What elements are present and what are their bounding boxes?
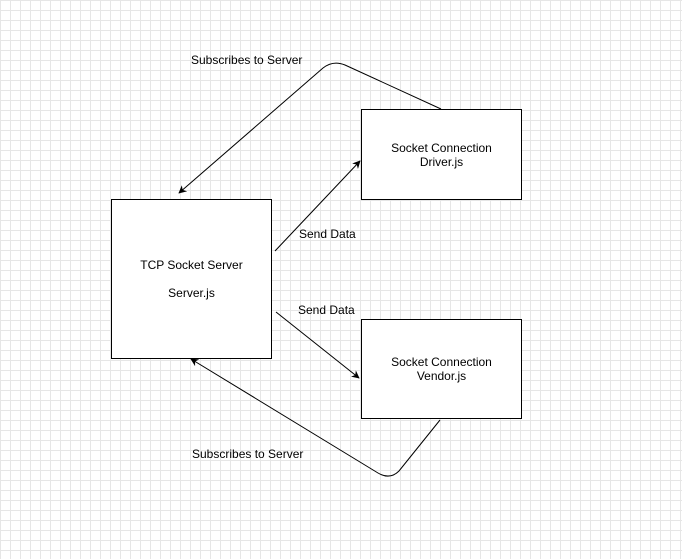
server-node-file: Server.js [168,286,215,300]
server-to-driver-label: Send Data [299,227,356,241]
driver-node[interactable]: Socket Connection Driver.js [361,109,522,200]
server-to-driver-arrow [274,160,361,252]
vendor-subscribes-label: Subscribes to Server [192,447,304,461]
vendor-node-title: Socket Connection [391,355,492,369]
driver-subscribes-arrow [178,62,442,194]
driver-subscribes-label: Subscribes to Server [191,53,303,67]
vendor-subscribes-arrow [190,358,441,477]
vendor-node-file: Vendor.js [416,369,467,383]
server-to-vendor-label: Send Data [298,303,355,317]
driver-node-title: Socket Connection [391,140,492,155]
vendor-node[interactable]: Socket Connection Vendor.js [361,319,522,419]
driver-node-file: Driver.js [419,154,464,169]
server-to-vendor-arrow [275,311,360,379]
server-node[interactable]: TCP Socket Server Server.js [111,199,272,359]
server-node-title: TCP Socket Server [140,258,243,272]
